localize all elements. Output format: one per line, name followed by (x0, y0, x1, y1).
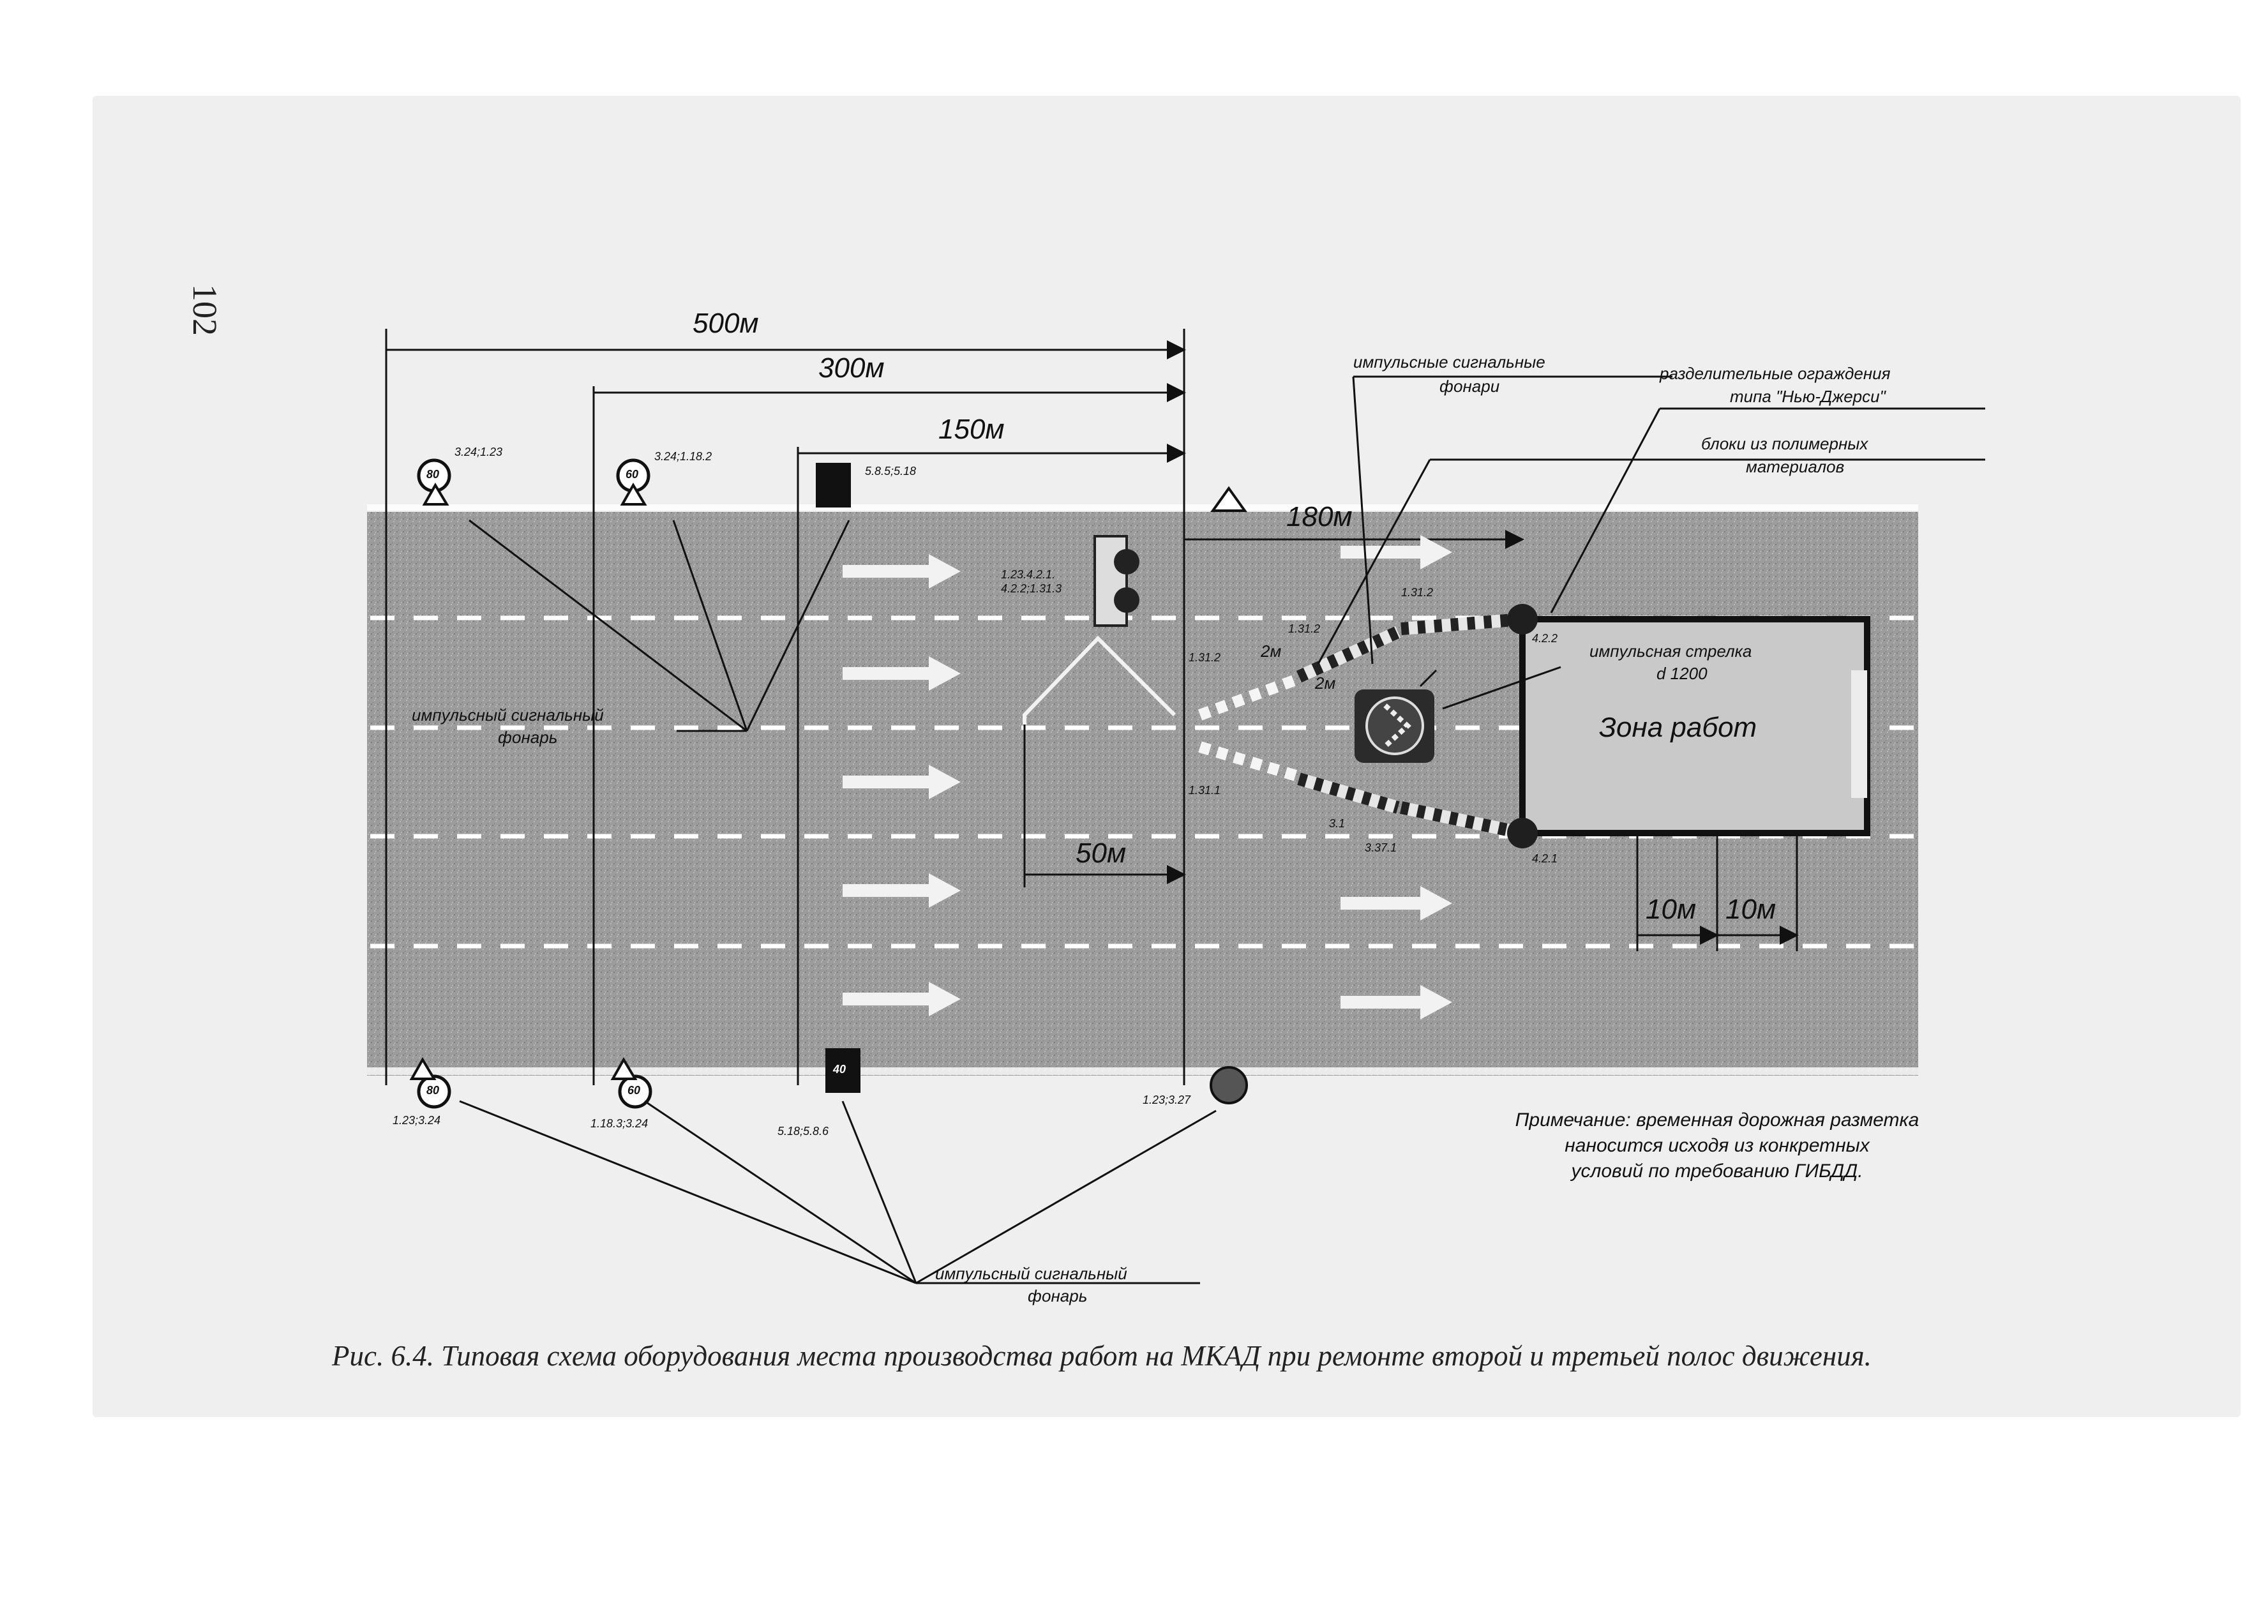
signal-light-icon (1507, 604, 1538, 635)
callout-impulse-light-bottom-line1: импульсный сигнальный (935, 1264, 1127, 1283)
callout-barriers-line1: разделительные ограждения (1660, 364, 1891, 383)
marking-code: 3.37.1 (1365, 841, 1397, 854)
lane-shift-marking (1023, 635, 1176, 725)
sign-code-top-2: 3.24;1.18.2 (654, 450, 712, 463)
warning-triangle-icon (620, 483, 647, 506)
marking-code: 1.31.1 (1189, 784, 1221, 797)
distance-50: 50м (1076, 838, 1127, 869)
figure-caption: Рис. 6.4. Типовая схема оборудования мес… (332, 1340, 1872, 1372)
marking-code: 1.31.2 (1189, 651, 1221, 664)
warning-triangle-icon (610, 1057, 638, 1080)
callout-barriers-line2: типа "Нью-Джерси" (1730, 387, 1886, 406)
callout-blocks-line2: материалов (1746, 457, 1845, 476)
lane-info-sign-icon (816, 463, 851, 508)
note: Примечание: временная дорожная разметка … (1430, 1108, 2004, 1184)
warning-triangle-icon (409, 1057, 437, 1080)
dimension-lines (385, 329, 1799, 1085)
sign-code-top-3: 5.8.5;5.18 (865, 465, 917, 477)
distance-150: 150м (938, 414, 1005, 445)
marking-code: 4.2.1 (1532, 852, 1558, 865)
distance-180: 180м (1286, 501, 1353, 532)
sign-code-bottom-3: 5.18;5.8.6 (777, 1125, 829, 1138)
lane-info-sign-icon (825, 1048, 860, 1093)
callout-blocks-line1: блоки из полимерных (1701, 434, 1868, 453)
impulse-arrow-disc (1365, 696, 1424, 755)
new-jersey-barriers (1296, 613, 1524, 839)
signal-light-icon (1507, 818, 1538, 848)
road-edge-top (367, 504, 1918, 512)
leader-lines (459, 375, 1985, 1284)
distance-500: 500м (693, 308, 759, 339)
warning-triangle-icon (422, 483, 449, 506)
arrow-board-light-icon (1114, 549, 1139, 575)
distance-2-second: 2м (1315, 673, 1336, 693)
sign-code-bottom-4: 1.23;3.27 (1143, 1094, 1191, 1106)
callout-impulse-lights-line2: фонари (1439, 377, 1500, 396)
sign-code-bottom-1: 1.23;3.24 (393, 1114, 441, 1127)
speed-limit-value: 40 (833, 1063, 846, 1076)
marking-code: 4.2.2 (1532, 632, 1558, 645)
sign-code-bottom-2: 1.18.3;3.24 (590, 1117, 649, 1130)
callout-impulse-light-left-line1: импульсный сигнальный (412, 705, 604, 725)
speed-limit-value: 60 (627, 1084, 641, 1097)
callout-impulse-light-bottom-line2: фонарь (1028, 1286, 1088, 1305)
arrow-board-light-icon (1114, 587, 1139, 613)
speed-limit-sign-icon (417, 1074, 451, 1109)
speed-limit-value: 80 (426, 468, 440, 481)
distance-10-second: 10м (1725, 894, 1776, 925)
speed-limit-value: 80 (426, 1084, 440, 1097)
distance-2-first: 2м (1261, 642, 1282, 661)
arrow-board-code-line2: 4.2.2;1.31.3 (1001, 582, 1062, 595)
note-line: условий по требованию ГИБДД. (1571, 1161, 1863, 1182)
work-zone-edge (1851, 670, 1867, 798)
traffic-arrows (843, 535, 1452, 1019)
warning-triangle-icon (1210, 486, 1247, 512)
callout-impulse-light-left-line2: фонарь (498, 728, 558, 747)
no-entry-sign-icon (1210, 1066, 1248, 1104)
note-line: наносится исходя из конкретных (1565, 1135, 1870, 1156)
arrow-board-code-line1: 1.23.4.2.1. (1001, 568, 1056, 581)
signs-top (417, 458, 1247, 512)
distance-300: 300м (818, 352, 885, 384)
arrow-board (1093, 535, 1128, 627)
marking-code: 1.31.2 (1288, 622, 1321, 635)
note-line: Примечание: временная дорожная разметка (1515, 1109, 1919, 1131)
marking-code: 1.31.2 (1401, 586, 1434, 599)
sign-code-top-1: 3.24;1.23 (454, 446, 503, 458)
distance-10-first: 10м (1646, 894, 1697, 925)
signs-bottom (409, 1048, 1248, 1109)
marking-code: 3.1 (1329, 817, 1346, 830)
callout-arrow-sign-line1: импульсная стрелка (1589, 642, 1752, 661)
chevron-right-icon (1383, 703, 1411, 748)
road-edge-bottom (367, 1067, 1918, 1075)
callout-arrow-sign-line2: d 1200 (1656, 664, 1708, 683)
callout-impulse-lights-line1: импульсные сигнальные (1353, 352, 1545, 372)
speed-limit-sign-icon (618, 1074, 652, 1109)
work-zone-label: Зона работ (1599, 712, 1757, 743)
speed-limit-value: 60 (626, 468, 639, 481)
